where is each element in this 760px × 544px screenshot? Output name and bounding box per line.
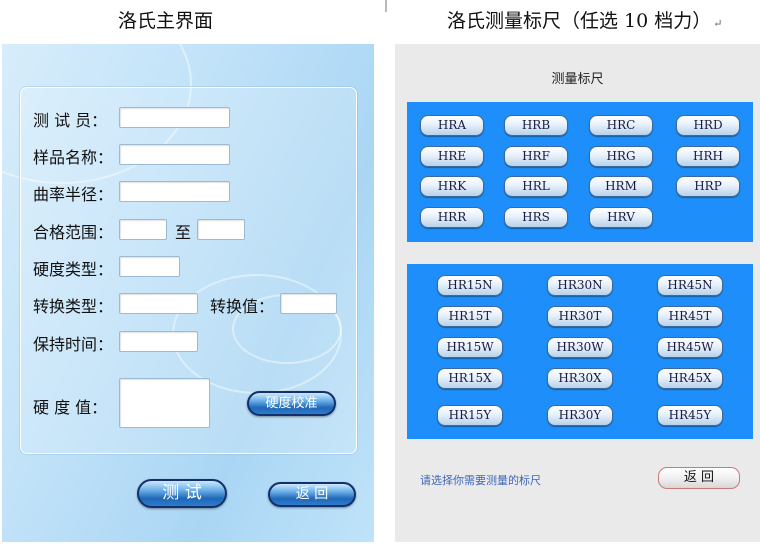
scale-button-hra[interactable]: HRA bbox=[420, 115, 484, 136]
scale-button-hr15x[interactable]: HR15X bbox=[437, 368, 503, 389]
standard-scale-group: HRA HRB HRC HRD HRE HRF HRG HRH HRK HRL … bbox=[407, 102, 753, 242]
hold-time-input[interactable] bbox=[119, 331, 198, 352]
convert-type-input[interactable] bbox=[119, 293, 198, 314]
scale-button-hrd[interactable]: HRD bbox=[676, 115, 740, 136]
convert-type-label: 转换类型： bbox=[33, 297, 114, 316]
scale-button-hr45t[interactable]: HR45T bbox=[657, 306, 723, 327]
hardness-value-label: 硬 度 值： bbox=[33, 398, 108, 417]
scale-button-hre[interactable]: HRE bbox=[420, 146, 484, 167]
scale-button-hr15n[interactable]: HR15N bbox=[437, 275, 503, 296]
scale-button-hr15w[interactable]: HR15W bbox=[437, 337, 503, 358]
scale-button-hrs[interactable]: HRS bbox=[504, 207, 568, 228]
scale-button-hrl[interactable]: HRL bbox=[504, 176, 568, 197]
sample-name-input[interactable] bbox=[119, 144, 230, 165]
scale-button-hr30n[interactable]: HR30N bbox=[547, 275, 613, 296]
scale-button-hrg[interactable]: HRG bbox=[589, 146, 653, 167]
main-screen-panel: 测 试 员： 样品名称： 曲率半径： 合格范围： 至 硬度类型： 转换类型： 转… bbox=[2, 44, 374, 542]
scale-button-hrk[interactable]: HRK bbox=[420, 176, 484, 197]
right-caption-text: 洛氏测量标尺（任选 10 档力） bbox=[447, 10, 712, 32]
scale-button-hr30x[interactable]: HR30X bbox=[547, 368, 613, 389]
test-button[interactable]: 测 试 bbox=[137, 479, 227, 508]
scale-button-hrb[interactable]: HRB bbox=[504, 115, 568, 136]
hold-time-label: 保持时间： bbox=[33, 335, 114, 354]
sample-name-label: 样品名称： bbox=[33, 148, 114, 167]
scale-button-hrv[interactable]: HRV bbox=[589, 207, 653, 228]
radius-input[interactable] bbox=[119, 181, 230, 202]
scale-button-hr15y[interactable]: HR15Y bbox=[437, 405, 503, 426]
scale-button-hr45w[interactable]: HR45W bbox=[657, 337, 723, 358]
superficial-scale-group: HR15N HR30N HR45N HR15T HR30T HR45T HR15… bbox=[407, 264, 753, 439]
convert-value-label: 转换值： bbox=[210, 297, 275, 316]
hardness-value-display bbox=[119, 378, 210, 428]
scale-button-hr30w[interactable]: HR30W bbox=[547, 337, 613, 358]
range-label: 合格范围： bbox=[33, 223, 114, 242]
scale-back-button[interactable]: 返 回 bbox=[658, 467, 740, 489]
scale-button-hrh[interactable]: HRH bbox=[676, 146, 740, 167]
range-max-input[interactable] bbox=[197, 219, 245, 240]
scale-button-hrp[interactable]: HRP bbox=[676, 176, 740, 197]
caption-divider bbox=[385, 0, 387, 12]
scale-button-hr45x[interactable]: HR45X bbox=[657, 368, 723, 389]
calibrate-button[interactable]: 硬度校准 bbox=[247, 391, 336, 416]
scale-button-hr15t[interactable]: HR15T bbox=[437, 306, 503, 327]
return-mark: ↵ bbox=[713, 17, 723, 30]
hardness-type-input[interactable] bbox=[119, 256, 180, 277]
scale-button-hr45n[interactable]: HR45N bbox=[657, 275, 723, 296]
left-screen-caption: 洛氏主界面 bbox=[118, 6, 213, 33]
scale-button-hrc[interactable]: HRC bbox=[589, 115, 653, 136]
scale-button-hr30t[interactable]: HR30T bbox=[547, 306, 613, 327]
scale-button-hrf[interactable]: HRF bbox=[504, 146, 568, 167]
scale-button-hrm[interactable]: HRM bbox=[589, 176, 653, 197]
tester-label: 测 试 员： bbox=[33, 111, 108, 130]
scale-hint-text: 请选择你需要测量的标尺 bbox=[420, 474, 541, 487]
radius-label: 曲率半径： bbox=[33, 185, 114, 204]
range-to-label: 至 bbox=[175, 223, 192, 242]
scale-button-hrr[interactable]: HRR bbox=[420, 207, 484, 228]
left-caption-text: 洛氏主界面 bbox=[118, 10, 214, 32]
tester-input[interactable] bbox=[119, 107, 230, 128]
scale-screen-title: 测量标尺 bbox=[551, 72, 604, 87]
right-screen-caption: 洛氏测量标尺（任选 10 档力）↵ bbox=[447, 6, 722, 33]
main-back-button[interactable]: 返 回 bbox=[268, 482, 356, 507]
scale-button-hr45y[interactable]: HR45Y bbox=[657, 405, 723, 426]
convert-value-input[interactable] bbox=[280, 293, 337, 314]
scale-screen-panel: 测量标尺 HRA HRB HRC HRD HRE HRF HRG HRH HRK… bbox=[395, 44, 760, 542]
range-min-input[interactable] bbox=[119, 219, 167, 240]
hardness-type-label: 硬度类型： bbox=[33, 260, 114, 279]
scale-button-hr30y[interactable]: HR30Y bbox=[547, 405, 613, 426]
